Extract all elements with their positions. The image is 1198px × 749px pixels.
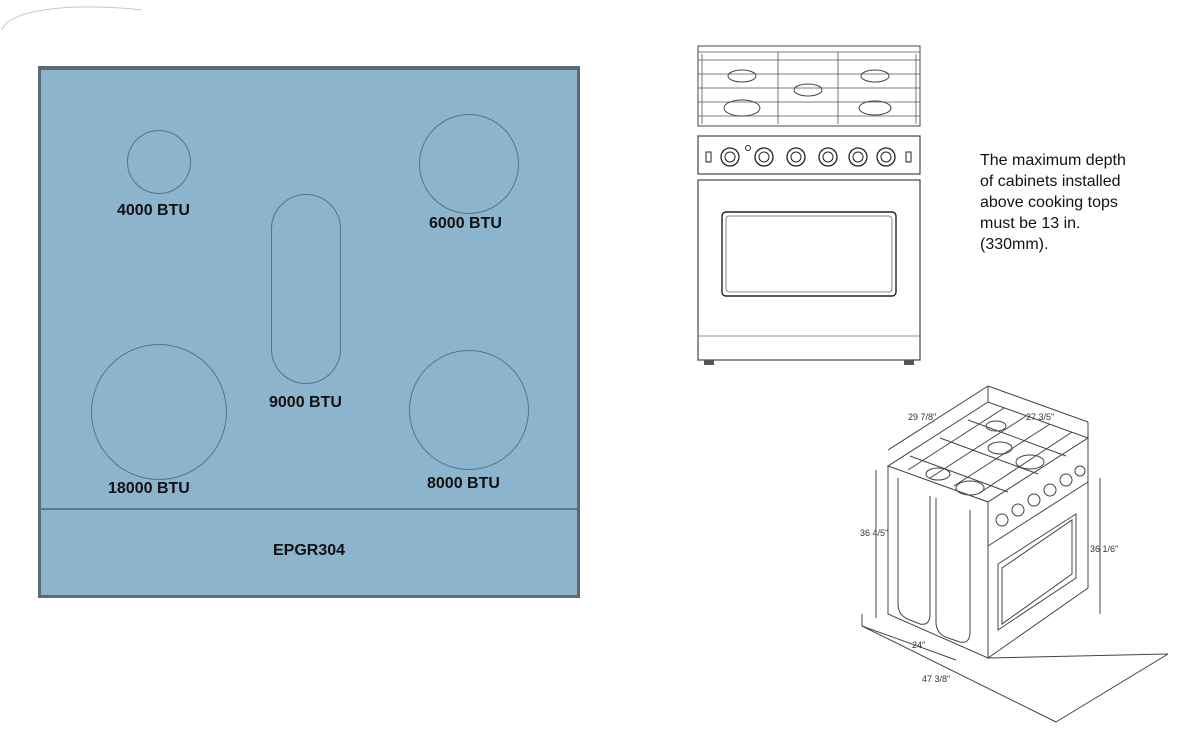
- dimension-height-right: 36 1/6": [1090, 544, 1118, 554]
- range-isometric-dimensions: 29 7/8" 27 3/5" 36 4/5" 36 1/6" 24" 47 3…: [860, 385, 1169, 723]
- dimension-depth-top: 27 3/5": [1026, 412, 1054, 422]
- note-line: above cooking tops: [980, 194, 1118, 211]
- cooktop-burner-diagram: 4000 BTU 6000 BTU 9000 BTU 18000 BTU 800…: [38, 66, 580, 598]
- range-front-view: [697, 45, 921, 365]
- burner-small: [127, 130, 191, 194]
- dimension-open-depth: 47 3/8": [922, 674, 950, 684]
- cabinet-depth-note: The maximum depth of cabinets installed …: [980, 150, 1180, 255]
- burner-oval: [271, 194, 341, 384]
- dimension-width: 29 7/8": [908, 412, 936, 422]
- dimension-height-left: 36 4/5": [860, 528, 888, 538]
- burner-btu-label: 6000 BTU: [429, 215, 502, 232]
- burner-right-front: [409, 350, 529, 470]
- note-line: (330mm).: [980, 236, 1049, 253]
- burner-large: [91, 344, 227, 480]
- dimension-depth-floor: 24": [912, 640, 925, 650]
- corner-arc-decoration: [1, 6, 143, 31]
- burner-btu-label: 4000 BTU: [117, 202, 190, 219]
- model-number: EPGR304: [272, 542, 346, 559]
- burner-btu-label: 18000 BTU: [108, 480, 190, 497]
- burner-btu-label: 9000 BTU: [269, 394, 342, 411]
- burner-medium: [419, 114, 519, 214]
- note-line: The maximum depth: [980, 152, 1126, 169]
- note-line: must be 13 in.: [980, 215, 1081, 232]
- burner-btu-label: 8000 BTU: [427, 475, 500, 492]
- control-panel-divider: [41, 508, 577, 510]
- note-line: of cabinets installed: [980, 173, 1121, 190]
